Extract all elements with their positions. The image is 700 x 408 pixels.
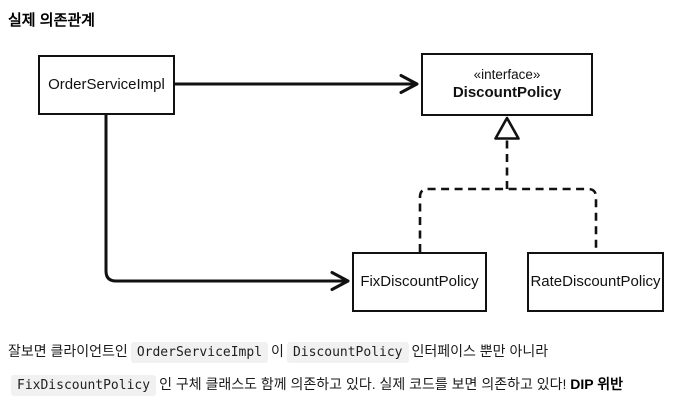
dip-violation-emphasis: DIP 위반 bbox=[570, 376, 624, 392]
page-title: 실제 의존관계 bbox=[8, 12, 95, 29]
interface-box-discountpolicy: «interface» DiscountPolicy bbox=[421, 53, 593, 116]
class-name-label: FixDiscountPolicy bbox=[360, 272, 479, 290]
inline-code-fixdiscountpolicy: FixDiscountPolicy bbox=[11, 375, 157, 396]
class-box-ratediscountpolicy: RateDiscountPolicy bbox=[527, 252, 664, 312]
caption-text-segment: 인 구체 클래스도 함께 의존하고 있다. 실제 코드를 보면 의존하고 있다! bbox=[159, 376, 571, 392]
edge-realization-dashed bbox=[418, 116, 598, 252]
caption-text-segment: 이 bbox=[271, 343, 284, 359]
stereotype-label: «interface» bbox=[473, 66, 541, 82]
inline-code-orderserviceimpl: OrderServiceImpl bbox=[130, 342, 269, 363]
class-name-label: RateDiscountPolicy bbox=[530, 272, 661, 290]
edge-order-to-discountpolicy bbox=[175, 74, 419, 94]
realization-triangle-arrowhead bbox=[494, 116, 520, 140]
class-name-label: OrderServiceImpl bbox=[48, 75, 165, 93]
interface-name-label: DiscountPolicy bbox=[452, 83, 562, 101]
caption-text-segment: 인터페이스 뿐만 아니라 bbox=[411, 343, 549, 359]
class-box-orderserviceimpl: OrderServiceImpl bbox=[38, 55, 175, 115]
caption-text-segment: 잘보면 클라이언트인 bbox=[8, 343, 128, 359]
inline-code-discountpolicy: DiscountPolicy bbox=[286, 342, 409, 363]
edge-order-to-fixdiscountpolicy bbox=[104, 115, 350, 291]
class-box-fixdiscountpolicy: FixDiscountPolicy bbox=[352, 252, 487, 312]
